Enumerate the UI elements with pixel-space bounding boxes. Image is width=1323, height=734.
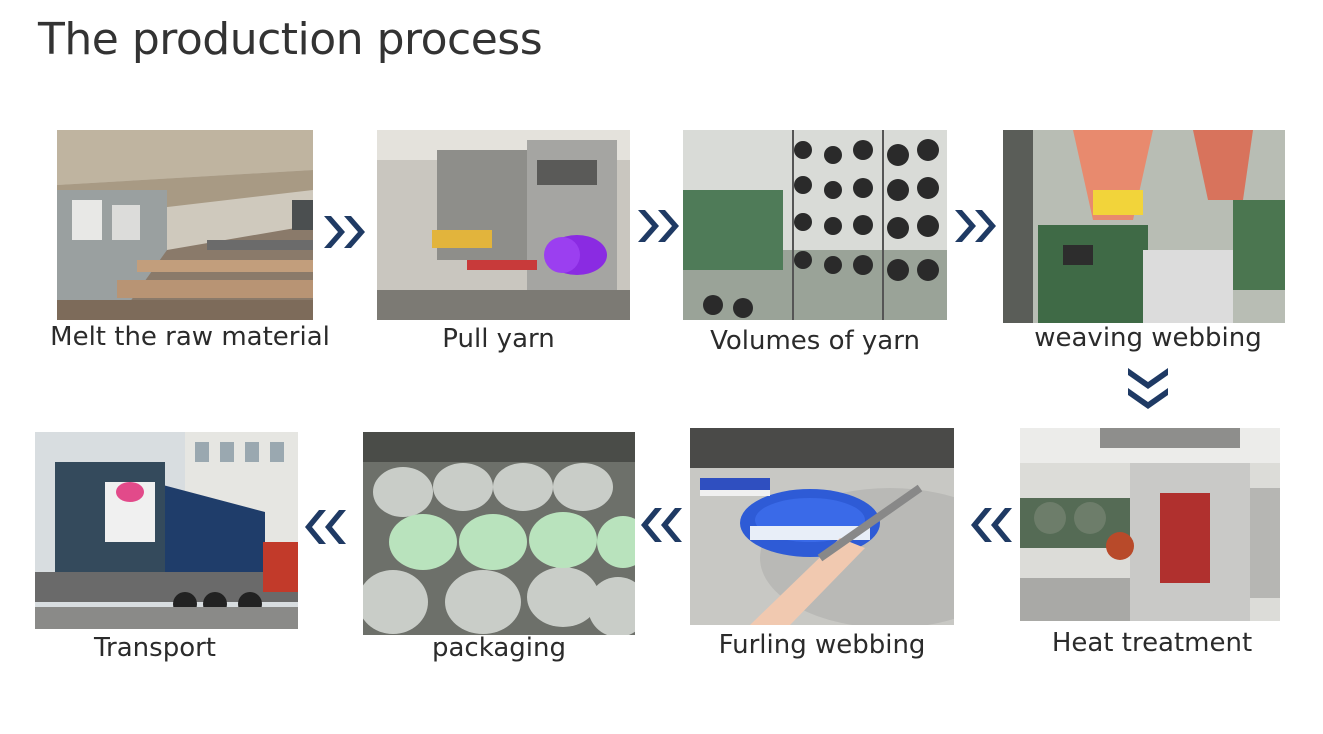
heat-treatment-machine-photo [1020,428,1280,621]
shipping-container-truck-photo [35,432,298,629]
factory-hall-photo [57,130,313,320]
step-label-heat-treatment: Heat treatment [1051,628,1253,658]
double-chevron-right-icon [636,206,682,246]
double-chevron-left-icon [968,504,1014,546]
packaging-bags-photo [363,432,635,635]
double-chevron-down-icon [1126,366,1170,412]
furling-webbing-photo [690,428,954,625]
weaving-loom-photo [1003,130,1285,323]
step-label-volumes-of-yarn: Volumes of yarn [710,326,920,356]
step-label-melt: Melt the raw material [50,322,330,352]
double-chevron-left-icon [638,504,684,546]
step-label-furling: Furling webbing [718,630,926,660]
step-label-weaving: weaving webbing [1034,323,1262,353]
step-label-packaging: packaging [432,633,566,663]
page-title: The production process [38,14,543,65]
double-chevron-right-icon [953,206,999,246]
double-chevron-right-icon [322,212,368,252]
yarn-drawing-machine-photo [377,130,630,320]
double-chevron-left-icon [302,506,348,548]
step-label-transport: Transport [93,633,216,663]
step-label-pull-yarn: Pull yarn [442,324,555,354]
yarn-bobbin-rack-photo [683,130,947,320]
